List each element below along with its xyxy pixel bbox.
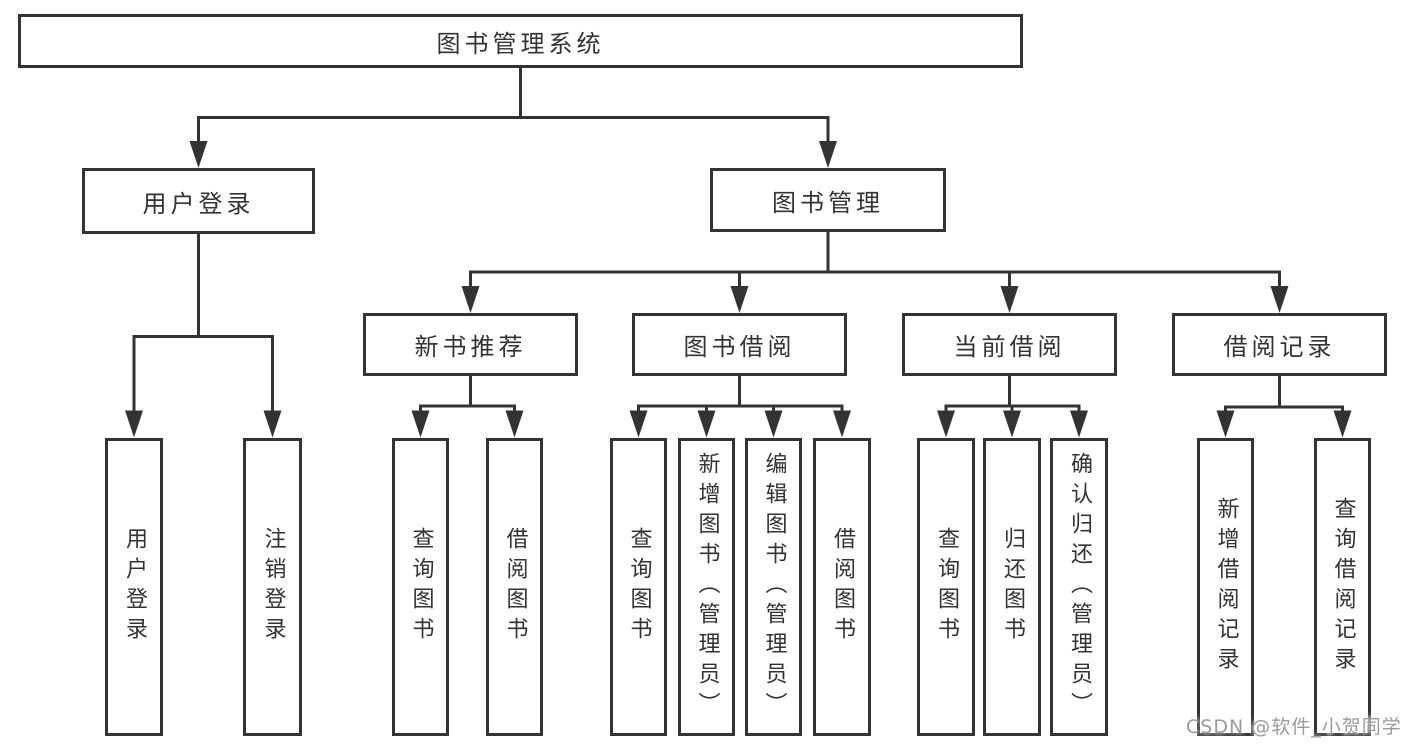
leaf-cb-return-books: 归还图书	[983, 438, 1041, 736]
leaf-bb-add-books-admin: 新增图书（管理员）	[678, 438, 735, 736]
leaf-user-login: 用户登录	[105, 438, 163, 736]
watermark: CSDN @软件_小贺同学	[1186, 716, 1402, 738]
node-user-login: 用户登录	[82, 168, 315, 234]
leaf-bb-borrow-books: 借阅图书	[813, 438, 871, 736]
node-book-management: 图书管理	[710, 168, 946, 232]
leaf-cb-query-books: 查询图书	[917, 438, 975, 736]
node-current-borrow: 当前借阅	[902, 313, 1117, 376]
node-book-borrow: 图书借阅	[632, 313, 847, 376]
leaf-nbr-query-books: 查询图书	[392, 438, 449, 736]
node-library-system-root: 图书管理系统	[18, 14, 1023, 68]
leaf-logout-login: 注销登录	[243, 438, 302, 736]
node-borrow-records: 借阅记录	[1172, 313, 1387, 376]
leaf-br-query-record: 查询借阅记录	[1314, 438, 1371, 736]
leaf-nbr-borrow-books: 借阅图书	[486, 438, 543, 736]
leaf-cb-confirm-return-admin: 确认归还（管理员）	[1050, 438, 1108, 736]
leaf-bb-edit-books-admin: 编辑图书（管理员）	[745, 438, 802, 736]
node-new-book-recommend: 新书推荐	[363, 313, 578, 376]
leaf-bb-query-books: 查询图书	[610, 438, 667, 736]
leaf-br-add-record: 新增借阅记录	[1197, 438, 1254, 736]
